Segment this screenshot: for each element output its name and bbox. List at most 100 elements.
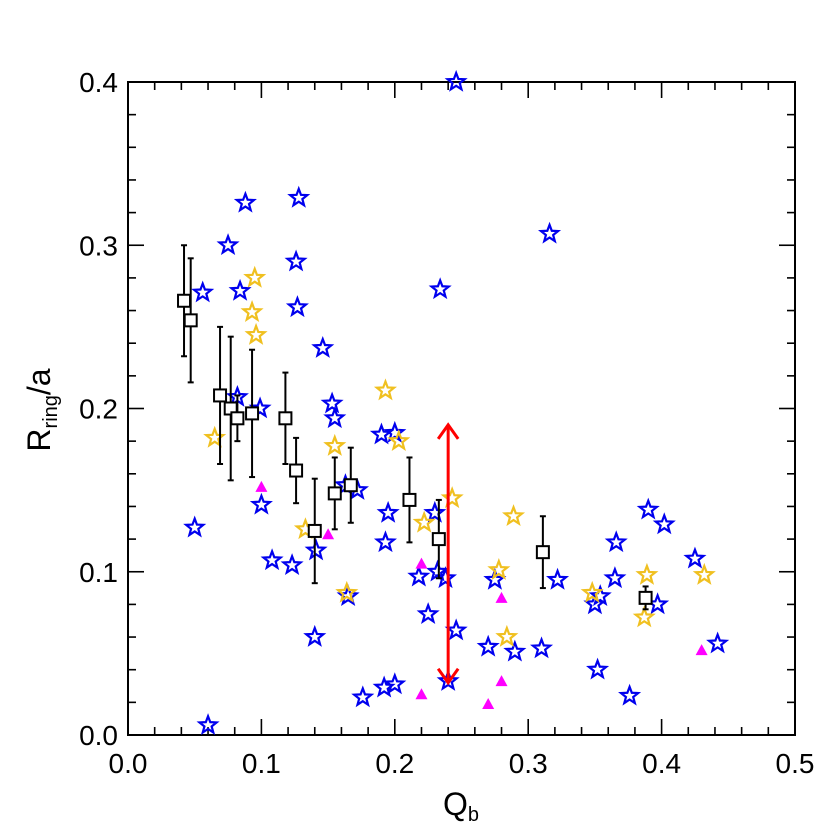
star-point [196,713,220,736]
star-point [248,396,272,419]
star-point [635,562,659,585]
star-point [303,624,327,647]
star-point [503,639,527,662]
star-point [407,564,431,587]
star-point [632,605,656,628]
x-tick-label: 0.1 [242,748,281,779]
square-point [289,463,304,478]
star-point [183,515,207,538]
star-point [603,566,627,589]
star-point [191,280,215,303]
star-point [546,567,570,590]
triangle-point [255,480,268,492]
star-point [412,510,436,533]
y-tick-label: 0.0 [79,720,118,751]
star-point [280,553,304,576]
star-point [476,634,500,657]
star-point [203,425,227,448]
square-point [327,486,342,501]
triangle-point [495,675,508,687]
star-point [538,221,562,244]
star-point [487,558,511,580]
star-point [244,322,268,345]
range-arrow [436,422,460,686]
star-point [351,685,375,708]
x-tick-label: 0.0 [109,748,148,779]
star-point [444,69,468,92]
star-point [323,433,347,456]
star-point [216,233,240,256]
x-tick-label: 0.2 [375,748,414,779]
triangle-point [415,557,428,569]
star-point [243,265,267,288]
square-point [183,313,198,328]
star-point [383,420,407,443]
triangle-point [415,688,428,700]
x-tick-label: 0.5 [776,748,815,779]
star-point [320,391,344,414]
star-point [416,602,440,625]
square-point [230,411,245,426]
triangle-point [482,697,495,709]
star-point [502,504,526,527]
star-point [483,567,507,590]
star-point [383,672,407,695]
star-point [692,562,716,585]
star-point [304,538,328,561]
square-point [213,388,228,403]
arrow-head-top [436,422,460,440]
star-point [284,249,308,272]
square-point [402,492,417,507]
star-point [423,500,447,523]
square-point [278,411,293,426]
star-point [260,548,284,571]
y-tick-label: 0.4 [79,67,118,98]
star-point [652,512,676,535]
square-point [343,478,358,493]
y-tick-label: 0.1 [79,557,118,588]
square-point [177,293,192,308]
square-point [638,590,653,605]
triangle-point [322,528,335,540]
square-point [431,532,446,547]
star-point [580,580,604,603]
star-point [706,631,730,654]
square-point [245,406,260,421]
star-point [440,486,464,509]
triangle-point [695,644,708,656]
star-point [387,429,411,451]
x-tick-label: 0.3 [509,748,548,779]
star-point [444,618,468,641]
tick-labels: 0.0 0.1 0.2 0.3 0.4 0.5 0.0 0.1 0.2 0.3 0.4 [79,67,814,779]
square-point [307,523,322,538]
y-tick-label: 0.3 [79,230,118,261]
star-point [373,378,397,401]
star-point [285,295,309,318]
star-point [530,636,554,659]
star-point [249,492,273,515]
star-point [636,497,660,520]
star-point [428,277,452,300]
arrow-head-bottom [436,667,460,686]
y-tick-label: 0.2 [79,394,118,425]
x-tick-label: 0.4 [642,748,681,779]
star-point [373,530,397,553]
data-points [177,69,730,736]
star-point [586,657,610,680]
triangle-point [495,591,508,603]
axis-ticks [127,81,796,736]
star-point [228,278,252,301]
star-point [618,683,642,706]
star-point [233,190,257,213]
star-point [683,546,707,569]
star-point [323,406,347,429]
star-point [287,185,311,208]
star-point [588,584,612,607]
star-point [604,530,628,553]
star-point [335,580,359,603]
star-point [369,422,393,445]
star-point [495,624,519,647]
x-axis-label: Qb [443,786,479,826]
y-axis-label: Rring/a [21,368,62,451]
